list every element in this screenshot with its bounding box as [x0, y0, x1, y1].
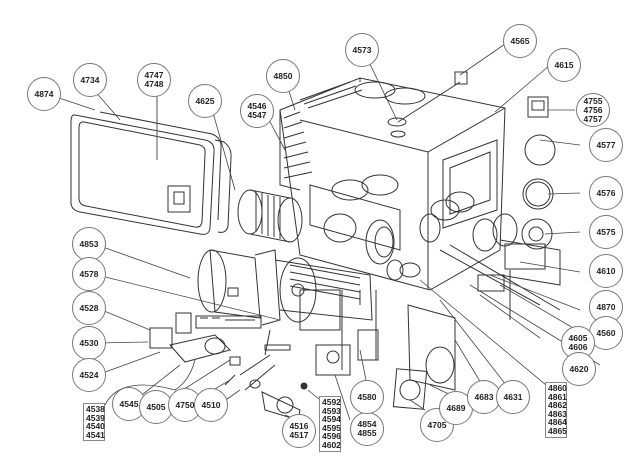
part-number: 4861 [548, 391, 567, 402]
part-number: 4631 [503, 391, 523, 402]
part-number: 4734 [80, 74, 100, 85]
part-number: 4546 [247, 101, 267, 111]
part-number: 4610 [596, 265, 616, 276]
part-number: 4862 [548, 400, 567, 411]
leader-lines [49, 41, 601, 421]
part-number: 4757 [583, 113, 603, 124]
callout-4874: 4874 [27, 77, 61, 111]
part-number: 4874 [34, 88, 54, 99]
callout-4620: 4620 [562, 352, 596, 386]
part-number: 4592 [322, 397, 341, 407]
part-number: 4565 [510, 35, 530, 46]
part-number: 4580 [357, 391, 377, 402]
main-cabinet-part [279, 71, 561, 311]
part-number: 4560 [596, 327, 616, 338]
access-door-part [70, 90, 232, 235]
partlist-box-4538: 4538 4539 4540 4541 [83, 403, 105, 442]
part-number: 4853 [79, 238, 99, 249]
part-number: 4620 [569, 363, 589, 374]
callout-4615: 4615 [547, 48, 581, 82]
callout-4578: 4578 [72, 257, 106, 291]
part-number: 4864 [548, 417, 567, 428]
part-number: 4545 [119, 398, 139, 409]
part-number: 4578 [79, 268, 99, 279]
right-side-parts [472, 96, 556, 320]
part-number: 4755 [583, 95, 603, 106]
callout-4580: 4580 [350, 380, 384, 414]
part-number: 4748 [144, 79, 164, 89]
callout-4576: 4576 [589, 176, 623, 210]
callout-4631: 4631 [496, 380, 530, 414]
part-number: 4689 [446, 402, 466, 413]
blower-wheel-part [237, 189, 395, 265]
part-number: 4528 [79, 302, 99, 313]
part-number: 4524 [79, 369, 99, 380]
burner-plate-part [392, 304, 456, 410]
callout-4734: 4734 [73, 63, 107, 97]
callout-4510: 4510 [194, 388, 228, 422]
partlist-box-4860: 4860 4861 4862 4863 4864 4865 [545, 382, 567, 438]
part-number: 4595 [322, 422, 341, 433]
part-number: 4541 [86, 429, 105, 440]
part-number: 4863 [548, 408, 567, 419]
part-number: 4517 [289, 430, 309, 440]
part-number: 4516 [289, 421, 309, 431]
part-number: 4538 [86, 404, 105, 414]
part-number: 4615 [554, 59, 574, 70]
callout-4689: 4689 [439, 391, 473, 425]
callout-4853: 4853 [72, 227, 106, 261]
part-number: 4683 [474, 391, 494, 402]
part-number: 4510 [201, 399, 221, 410]
callout-4625: 4625 [188, 84, 222, 118]
partlist-box-4592: 4592 4593 4594 4595 4596 4602 [319, 396, 341, 452]
callout-4573: 4573 [345, 33, 379, 67]
part-number: 4606 [568, 342, 588, 352]
part-number: 4540 [86, 421, 105, 432]
part-number: 4505 [146, 401, 166, 412]
part-number: 4747 [144, 70, 164, 80]
callout-4565: 4565 [503, 24, 537, 58]
gas-valve-part [299, 289, 379, 376]
part-number: 4605 [568, 333, 588, 343]
part-number: 4596 [322, 431, 341, 442]
callout-4577: 4577 [589, 128, 623, 162]
part-number: 4575 [596, 226, 616, 237]
callout-4850: 4850 [266, 59, 300, 93]
part-number: 4865 [548, 425, 567, 436]
part-number: 4855 [357, 428, 377, 438]
part-number: 4750 [175, 399, 195, 410]
part-number: 4756 [583, 104, 603, 115]
part-number: 4854 [357, 419, 377, 429]
part-number: 4539 [86, 412, 105, 423]
callout-4705: 4705 [420, 408, 454, 442]
part-number: 4850 [273, 70, 293, 81]
part-number: 4870 [596, 301, 616, 312]
callout-4528: 4528 [72, 291, 106, 325]
part-number: 4594 [322, 414, 341, 425]
callout-4530: 4530 [72, 326, 106, 360]
part-number: 4577 [596, 139, 616, 150]
part-number: 4625 [195, 95, 215, 106]
part-number: 4602 [322, 439, 341, 450]
part-number: 4860 [548, 383, 567, 393]
callout-4575: 4575 [589, 215, 623, 249]
part-number: 4530 [79, 337, 99, 348]
callout-4610: 4610 [589, 254, 623, 288]
part-number: 4593 [322, 405, 341, 416]
part-number: 4576 [596, 187, 616, 198]
part-number: 4705 [427, 419, 447, 430]
part-number: 4547 [247, 110, 267, 120]
callout-4524: 4524 [72, 358, 106, 392]
combustion-motor-part [197, 249, 373, 326]
part-number: 4573 [352, 44, 372, 55]
